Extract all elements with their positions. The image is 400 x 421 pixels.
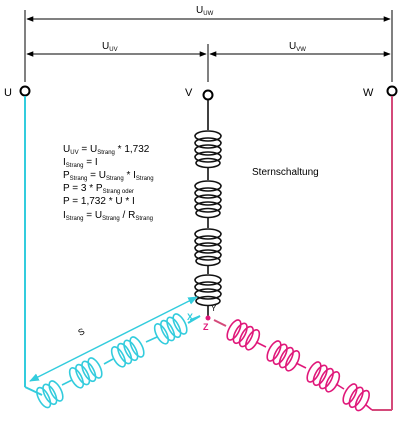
terminal-u-label: U [4, 87, 12, 99]
phase-v-coil [194, 100, 222, 318]
phase-w-wire [213, 96, 393, 411]
dimension-uuv-label: UUV [102, 41, 118, 53]
strang-voltage-arrow [29, 296, 198, 382]
terminal-v [202, 89, 214, 101]
terminal-w-label: W [363, 87, 374, 99]
formula-2: IStrang = I [63, 157, 98, 169]
star-point [205, 315, 211, 321]
terminal-w [386, 85, 398, 97]
marker-x: X [187, 312, 193, 322]
diagram-title: Sternschaltung [252, 167, 319, 178]
dimension-uvw-label: UVW [289, 41, 306, 53]
dimension-lines [24, 10, 393, 82]
formula-block: UUV = UStrang * 1,732 IStrang = I PStran… [63, 144, 154, 222]
formula-6: IStrang = UStrang / RStrang [63, 210, 153, 222]
terminal-v-label: V [185, 87, 193, 99]
formula-3: PStrang = UStrang * IStrang [63, 170, 154, 182]
phase-w-coil [226, 319, 373, 412]
formula-4: P = 3 * PStrang oder [63, 183, 134, 195]
phase-u-wire [24, 96, 201, 396]
phase-u-coil [36, 313, 201, 409]
terminal-u [19, 85, 31, 97]
marker-y: Y [211, 304, 217, 313]
strang-voltage-label: S [76, 326, 86, 338]
formula-5: P = 1,732 * U * I [63, 196, 135, 207]
dimension-uuv-top-label: UUW [196, 5, 214, 17]
formula-1: UUV = UStrang * 1,732 [63, 144, 150, 156]
marker-z: Z [203, 322, 209, 332]
